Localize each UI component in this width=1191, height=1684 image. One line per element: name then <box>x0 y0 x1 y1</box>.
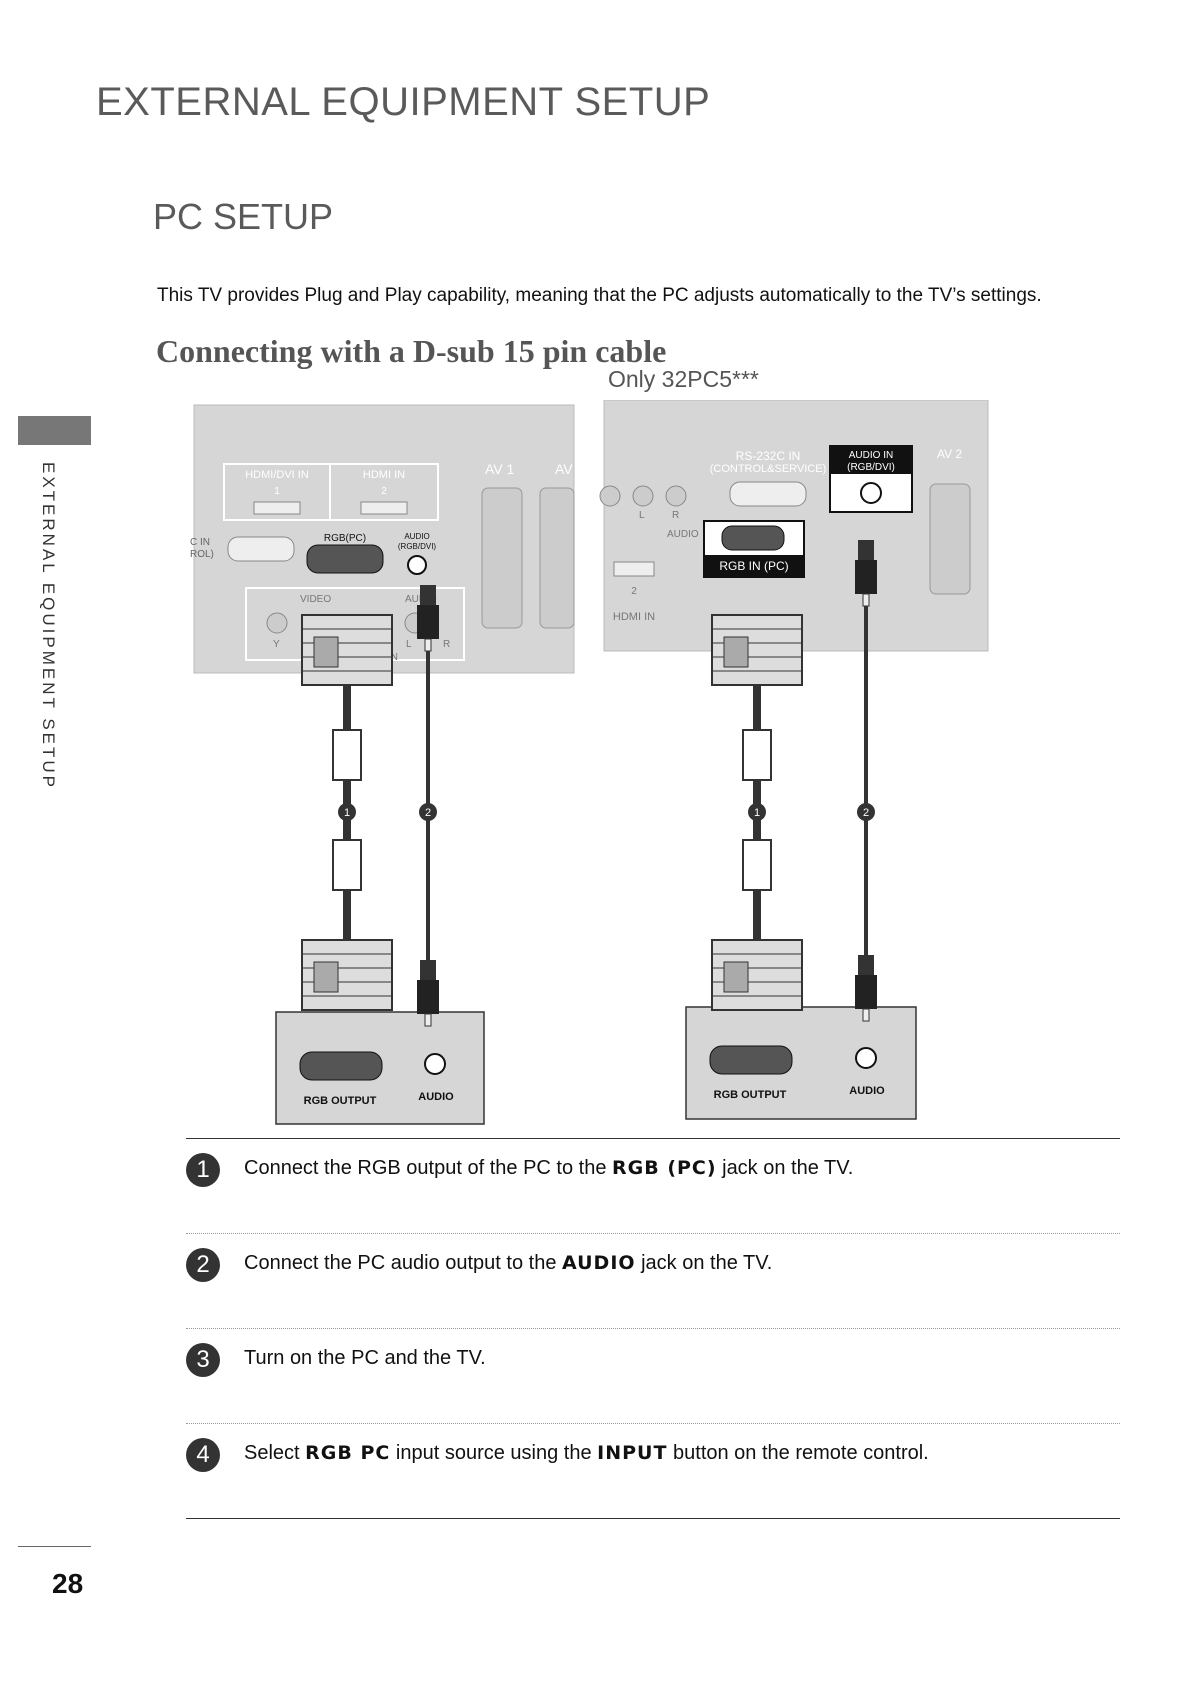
step-keyword: RGB (PC) <box>612 1157 717 1179</box>
audio-cable-right: 2 <box>854 539 878 1022</box>
cable-2-marker-left <box>419 803 437 821</box>
pc-audio-jack-left <box>424 1053 446 1075</box>
section-title: PC SETUP <box>153 196 334 237</box>
rs232-label-line1: RS-232C IN <box>736 449 801 463</box>
page-title: EXTERNAL EQUIPMENT SETUP <box>96 80 711 124</box>
scart-av2 <box>929 483 971 595</box>
cable-1-number-left: 1 <box>344 807 350 819</box>
cable-2-marker-right <box>857 803 875 821</box>
rgb-in-pc-label: RGB IN (PC) <box>719 559 788 573</box>
hdmi-port-1 <box>253 501 301 515</box>
tv-back-panel-right: RS-232C IN (CONTROL&SERVICE) AUDIO IN (R… <box>599 400 989 652</box>
hdmi-port-1-label: 1 <box>274 486 280 497</box>
step-number-badge: 1 <box>186 1153 220 1187</box>
audio-cable-left: 2 <box>416 584 440 1027</box>
rgb-pc-label: RGB(PC) <box>324 533 366 544</box>
rgb-output-label-right: RGB OUTPUT <box>714 1089 787 1101</box>
connection-diagram: HDMI/DVI IN HDMI IN 1 2 AV 1 AV C IN ROL… <box>190 400 989 1125</box>
page-number-rule <box>18 1546 91 1547</box>
intro-paragraph: This TV provides Plug and Play capabilit… <box>157 285 1042 306</box>
audio-in-label-right-line1: AUDIO IN <box>849 450 893 461</box>
subsection-title: Connecting with a D-sub 15 pin cable <box>156 333 667 369</box>
step-keyword: INPUT <box>597 1442 668 1464</box>
step-text: Select RGB PC input source using the INP… <box>244 1442 929 1464</box>
steps-list: 1 Connect the RGB output of the PC to th… <box>186 1138 1120 1519</box>
step-number-badge: 2 <box>186 1248 220 1282</box>
r-label-right: R <box>672 510 679 521</box>
step-item: 4 Select RGB PC input source using the I… <box>186 1424 1120 1518</box>
l-label: L <box>406 639 412 650</box>
pc-back-panel-right: RGB OUTPUT AUDIO <box>685 1006 917 1120</box>
y-label: Y <box>273 639 280 650</box>
cable-1-number-right: 1 <box>754 807 760 819</box>
cable-1-marker-left <box>338 803 356 821</box>
step-item: 2 Connect the PC audio output to the AUD… <box>186 1234 1120 1329</box>
in-label: IN <box>388 652 398 663</box>
page-number: 28 <box>52 1568 84 1599</box>
pc-audio-jack-right <box>855 1047 877 1069</box>
hdmi-in-label-right: HDMI IN <box>613 611 655 623</box>
audio-in-label-line1: AUDIO <box>404 532 429 541</box>
pc-audio-label-right: AUDIO <box>849 1085 885 1097</box>
rs232-partial-line2: ROL) <box>190 549 214 560</box>
side-tab-marker <box>18 416 91 445</box>
hdmi-port-2 <box>360 501 408 515</box>
step-item: 3 Turn on the PC and the TV. <box>186 1329 1120 1424</box>
video-label: VIDEO <box>300 594 331 605</box>
step-keyword: RGB PC <box>305 1442 391 1464</box>
audio-in-label-line2: (RGB/DVI) <box>398 542 437 551</box>
rgb-output-port-right <box>709 1045 793 1075</box>
rs232-partial-line1: C IN <box>190 537 210 548</box>
av2-label: AV 2 <box>937 447 962 461</box>
hdmi-in-label: HDMI IN <box>363 469 405 481</box>
step-text: Connect the PC audio output to the AUDIO… <box>244 1252 773 1274</box>
hdmi-dvi-in-label: HDMI/DVI IN <box>245 469 309 481</box>
step-number-badge: 4 <box>186 1438 220 1472</box>
hdmi-port-2-label-right: 2 <box>631 586 637 597</box>
cable-2-number-right: 2 <box>863 807 869 819</box>
rs232-port-right <box>729 481 807 507</box>
hdmi-port-2-label: 2 <box>381 486 387 497</box>
pc-back-panel-left: RGB OUTPUT AUDIO <box>275 1011 485 1125</box>
rgb-pc-port <box>306 544 384 574</box>
step-number-badge: 3 <box>186 1343 220 1377</box>
r-label: R <box>443 639 450 650</box>
rs232-port <box>227 536 295 562</box>
step-item: 1 Connect the RGB output of the PC to th… <box>186 1139 1120 1234</box>
l-label-right: L <box>639 510 645 521</box>
scart-av-partial <box>539 487 575 629</box>
audio-in-label-right-line2: (RGB/DVI) <box>847 462 895 473</box>
audio-in-jack <box>407 555 427 575</box>
rs232-label-line2: (CONTROL&SERVICE) <box>710 463 827 475</box>
av1-label: AV 1 <box>485 461 515 477</box>
rgb-output-label-left: RGB OUTPUT <box>304 1095 377 1107</box>
cable-1-marker-right <box>748 803 766 821</box>
audio-label-right: AUDIO <box>667 529 699 540</box>
pc-audio-label-left: AUDIO <box>418 1091 454 1103</box>
audio-in-jack-right <box>860 482 882 504</box>
step-text: Connect the RGB output of the PC to the … <box>244 1157 854 1179</box>
vga-cable-right: 1 <box>711 614 803 1011</box>
step-text: Turn on the PC and the TV. <box>244 1347 486 1369</box>
cable-2-number-left: 2 <box>425 807 431 819</box>
scart-av1 <box>481 487 523 629</box>
model-note: Only 32PC5*** <box>608 366 759 392</box>
av-partial-label: AV <box>555 461 573 477</box>
vga-cable-left: 1 <box>301 614 393 1011</box>
side-tab-label: EXTERNAL EQUIPMENT SETUP <box>39 462 58 790</box>
rgb-in-pc-port <box>721 525 785 551</box>
step-keyword: AUDIO <box>562 1252 636 1274</box>
hdmi-port-right <box>613 561 655 577</box>
rgb-output-port-left <box>299 1051 383 1081</box>
